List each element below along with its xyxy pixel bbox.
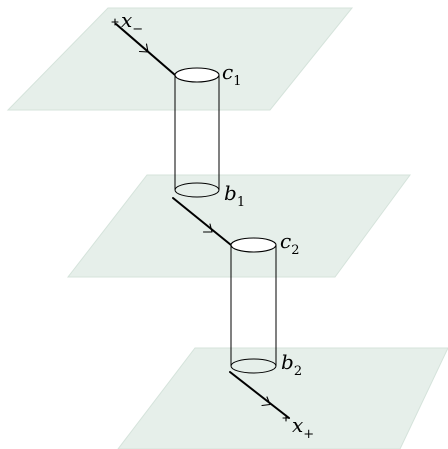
label-c2: c2 <box>280 229 299 258</box>
start-point-marker <box>111 18 119 26</box>
upper-cylinder-top-rim <box>174 67 220 83</box>
label-x-minus: x− <box>121 8 143 37</box>
outgoing-arrow-head <box>261 396 271 407</box>
label-x-plus: x+ <box>292 413 314 442</box>
end-point-marker <box>282 414 290 422</box>
top-sheet <box>6 7 354 111</box>
label-c1: c1 <box>222 60 241 89</box>
outgoing-path-segment <box>229 371 290 419</box>
lower-cylinder <box>230 237 277 374</box>
incoming-path-segment <box>115 23 176 76</box>
middle-path-segment <box>172 197 232 246</box>
upper-cylinder <box>174 67 220 198</box>
label-b1: b1 <box>224 181 245 210</box>
incoming-arrow-head <box>138 43 149 53</box>
middle-arrow-head <box>202 223 213 233</box>
label-b2: b2 <box>281 350 302 379</box>
middle-sheet <box>66 174 411 278</box>
lower-cylinder-top-rim <box>230 237 277 253</box>
bottom-sheet <box>117 347 448 449</box>
